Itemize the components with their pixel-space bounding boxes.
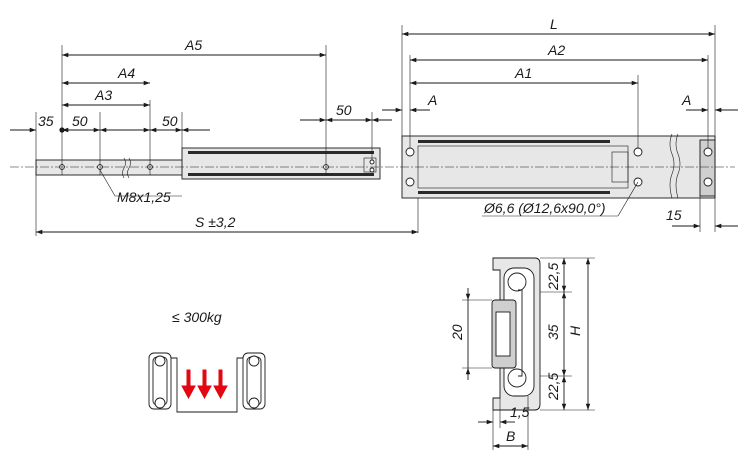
dim-50-c: 50 [336, 102, 352, 118]
cross-section: 22,5 35 22,5 H 20 1,5 B [449, 257, 595, 450]
dim-hole-spec: Ø6,6 (Ø12,6x90,0°) [483, 200, 606, 216]
dim-B: B [506, 428, 515, 444]
inner-rail [35, 159, 185, 176]
dim-22-5-bottom: 22,5 [545, 373, 561, 401]
dim-A4: A4 [117, 65, 135, 81]
dim-A5: A5 [184, 37, 202, 53]
dim-50-b: 50 [162, 113, 178, 129]
dim-15: 15 [666, 207, 682, 223]
dim-35: 35 [38, 113, 54, 129]
dim-A3: A3 [94, 87, 112, 103]
dim-20: 20 [449, 324, 465, 341]
load-icon: ≤ 300kg [148, 309, 266, 413]
dim-A-right: A [681, 92, 691, 108]
dim-35-vertical: 35 [545, 324, 561, 340]
dim-A-left: A [427, 92, 437, 108]
dim-L: L [550, 16, 558, 32]
dim-stroke: S ±3,2 [195, 214, 236, 230]
dim-A1: A1 [514, 65, 532, 81]
dim-A2: A2 [547, 42, 565, 58]
dim-50-a: 50 [72, 113, 88, 129]
dim-H: H [567, 325, 583, 336]
dim-1-5: 1,5 [510, 404, 530, 420]
load-rating: ≤ 300kg [172, 309, 222, 325]
dim-22-5-top: 22,5 [545, 263, 561, 291]
load-arrows [181, 369, 228, 400]
dim-thread: M8x1,25 [117, 189, 171, 205]
side-view: L A2 A1 A A A5 A4 A3 35 50 50 [10, 16, 738, 236]
